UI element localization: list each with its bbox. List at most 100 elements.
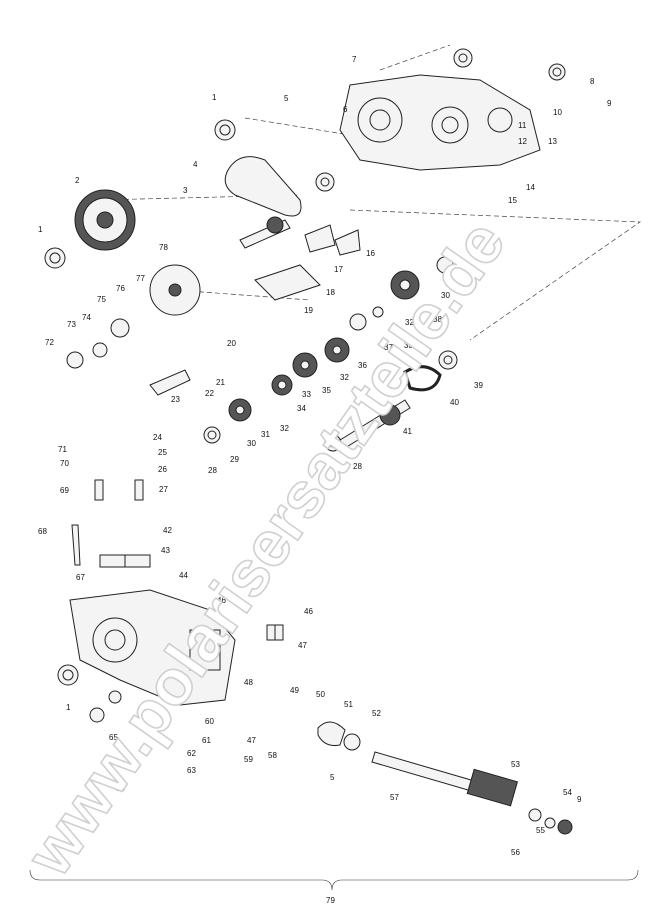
callout-label: 61 bbox=[202, 736, 211, 745]
callout-label: 41 bbox=[403, 427, 412, 436]
drive-chain bbox=[224, 156, 302, 217]
callout-label: 76 bbox=[116, 284, 125, 293]
callout-label: 4 bbox=[193, 160, 198, 169]
callout-label: 25 bbox=[158, 448, 167, 457]
callout-label: 43 bbox=[161, 546, 170, 555]
callout-label: 29 bbox=[230, 455, 239, 464]
callout-label: 35 bbox=[322, 386, 331, 395]
shift-forks bbox=[304, 224, 361, 256]
callout-label: 62 bbox=[187, 749, 196, 758]
sprocket bbox=[149, 264, 201, 316]
callout-label: 39 bbox=[474, 381, 483, 390]
callout-label: 51 bbox=[344, 700, 353, 709]
callout-label: 18 bbox=[326, 288, 335, 297]
callout-label: 46 bbox=[304, 607, 313, 616]
callout-label: 53 bbox=[511, 760, 520, 769]
callout-label: 49 bbox=[290, 686, 299, 695]
callout-label: 16 bbox=[366, 249, 375, 258]
callout-label: 33 bbox=[404, 341, 413, 350]
callout-label: 1 bbox=[212, 93, 217, 102]
callout-label: 32 bbox=[405, 318, 414, 327]
callout-label: 32 bbox=[280, 424, 289, 433]
callout-label: 34 bbox=[297, 404, 306, 413]
callout-label: 66 bbox=[133, 715, 142, 724]
callout-label: 10 bbox=[553, 108, 562, 117]
lower-transmission-case bbox=[69, 589, 236, 706]
shift-bracket bbox=[254, 264, 321, 301]
callout-label: 47 bbox=[247, 736, 256, 745]
callout-label: 42 bbox=[163, 526, 172, 535]
callout-label: 46 bbox=[217, 596, 226, 605]
callout-label: 30 bbox=[247, 439, 256, 448]
assembly-bracket bbox=[29, 869, 639, 891]
callout-label: 15 bbox=[508, 196, 517, 205]
callout-label: 6 bbox=[343, 105, 348, 114]
callout-label: 60 bbox=[205, 717, 214, 726]
callout-label: 21 bbox=[216, 378, 225, 387]
assembly-guide-lines bbox=[99, 44, 642, 341]
callout-label: 26 bbox=[158, 465, 167, 474]
callout-label: 2 bbox=[75, 176, 80, 185]
callout-label: 69 bbox=[60, 486, 69, 495]
callout-label: 30 bbox=[441, 291, 450, 300]
callout-label: 5 bbox=[330, 773, 335, 782]
callout-label: 32 bbox=[340, 373, 349, 382]
callout-label: 1 bbox=[66, 703, 71, 712]
callout-label: 67 bbox=[76, 573, 85, 582]
callout-label: 54 bbox=[116, 784, 125, 793]
gear-train bbox=[203, 256, 454, 444]
callout-label: 75 bbox=[97, 295, 106, 304]
callout-label: 11 bbox=[518, 121, 527, 130]
callout-label: 12 bbox=[518, 137, 527, 146]
assembly-footer-label: 79 bbox=[326, 896, 335, 905]
callout-label: 27 bbox=[159, 485, 168, 494]
callout-label: 57 bbox=[390, 793, 399, 802]
callout-label: 31 bbox=[261, 430, 270, 439]
callout-label: 28 bbox=[353, 462, 362, 471]
large-gear bbox=[74, 189, 136, 251]
callout-label: 8 bbox=[590, 77, 595, 86]
callout-label: 38 bbox=[433, 315, 442, 324]
callout-label: 7 bbox=[352, 55, 357, 64]
callout-label: 13 bbox=[548, 137, 557, 146]
callout-label: 20 bbox=[227, 339, 236, 348]
callout-label: 14 bbox=[526, 183, 535, 192]
callout-label: 65 bbox=[109, 733, 118, 742]
callout-label: 55 bbox=[536, 826, 545, 835]
callout-label: 70 bbox=[60, 459, 69, 468]
callout-label: 1 bbox=[38, 225, 43, 234]
callout-label: 36 bbox=[358, 361, 367, 370]
callout-label: 9 bbox=[607, 99, 612, 108]
callout-label: 17 bbox=[334, 265, 343, 274]
callout-label: 72 bbox=[45, 338, 54, 347]
callout-label: 54 bbox=[563, 788, 572, 797]
output-shaft bbox=[339, 399, 411, 449]
callout-label: 47 bbox=[298, 641, 307, 650]
callout-label: 59 bbox=[244, 755, 253, 764]
small-hardware bbox=[66, 318, 284, 641]
callout-label: 37 bbox=[384, 343, 393, 352]
callout-label: 40 bbox=[450, 398, 459, 407]
callout-label: 73 bbox=[67, 320, 76, 329]
callout-label: 22 bbox=[205, 389, 214, 398]
output-assembly bbox=[89, 690, 573, 835]
upper-transmission-case bbox=[339, 74, 541, 171]
callout-label: 48 bbox=[244, 678, 253, 687]
callout-label: 63 bbox=[187, 766, 196, 775]
callout-label: 68 bbox=[38, 527, 47, 536]
callout-label: 58 bbox=[268, 751, 277, 760]
callout-label: 5 bbox=[284, 94, 289, 103]
callout-label: 77 bbox=[136, 274, 145, 283]
callout-label: 3 bbox=[183, 186, 188, 195]
callout-label: 50 bbox=[316, 690, 325, 699]
seals-and-bearings bbox=[44, 48, 566, 686]
callout-label: 78 bbox=[159, 243, 168, 252]
callout-label: 44 bbox=[179, 571, 188, 580]
callout-label: 33 bbox=[302, 390, 311, 399]
callout-label: 71 bbox=[58, 445, 67, 454]
callout-label: 52 bbox=[372, 709, 381, 718]
callout-label: 56 bbox=[511, 848, 520, 857]
callout-label: 23 bbox=[171, 395, 180, 404]
